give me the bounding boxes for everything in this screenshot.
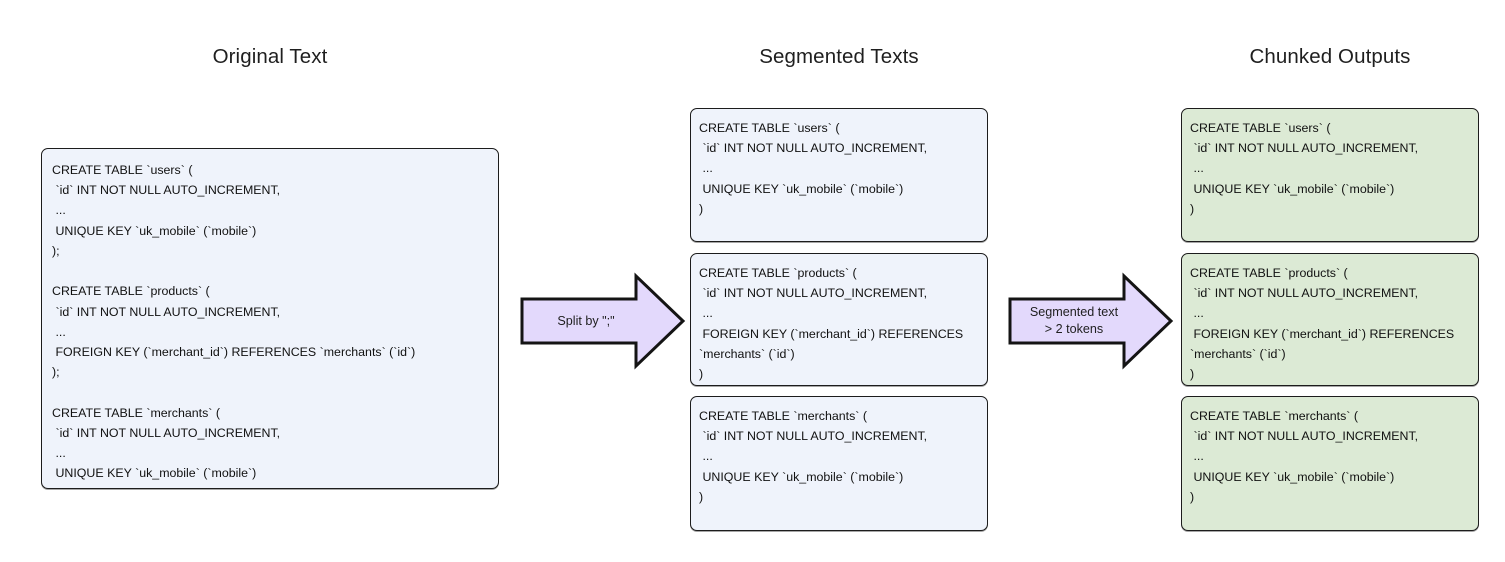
column-heading-segmented-texts: Segmented Texts <box>759 45 919 68</box>
segmented-text-box: CREATE TABLE `merchants` ( `id` INT NOT … <box>690 396 988 531</box>
arrow-token-filter: Segmented text > 2 tokens <box>1008 271 1174 371</box>
chunked-output-box: CREATE TABLE `products` ( `id` INT NOT N… <box>1181 253 1479 386</box>
chunked-output-box: CREATE TABLE `users` ( `id` INT NOT NULL… <box>1181 108 1479 242</box>
arrow-split-by-semicolon: Split by ";" <box>520 271 686 371</box>
segmented-text-box: CREATE TABLE `users` ( `id` INT NOT NULL… <box>690 108 988 242</box>
column-heading-chunked-outputs: Chunked Outputs <box>1249 45 1411 68</box>
column-heading-original-text: Original Text <box>212 45 328 68</box>
arrow-shape-icon <box>1008 272 1174 370</box>
original-text-box: CREATE TABLE `users` ( `id` INT NOT NULL… <box>41 148 499 489</box>
segmented-text-box: CREATE TABLE `products` ( `id` INT NOT N… <box>690 253 988 386</box>
arrow-shape-icon <box>520 272 686 370</box>
chunked-output-box: CREATE TABLE `merchants` ( `id` INT NOT … <box>1181 396 1479 531</box>
